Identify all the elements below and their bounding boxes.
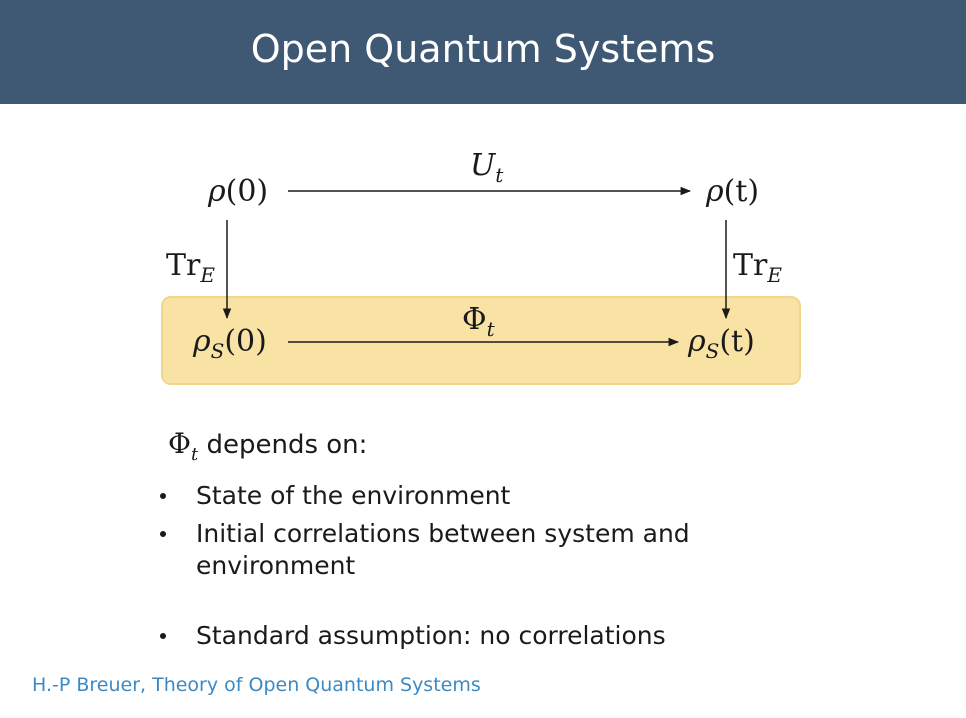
list-item: Standard assumption: no correlations xyxy=(160,620,800,652)
edge-label-trace-left: TrE xyxy=(166,248,215,287)
bullet-icon xyxy=(160,633,166,639)
dependence-heading: Φt depends on: xyxy=(168,427,368,465)
bullet-icon xyxy=(160,531,166,537)
node-system-initial: ρS(0) xyxy=(193,324,267,363)
citation: H.-P Breuer, Theory of Open Quantum Syst… xyxy=(32,674,481,696)
dependence-text: depends on: xyxy=(206,430,368,460)
edge-label-dynamical-map: Φt xyxy=(462,302,495,341)
reduced-system-box xyxy=(161,296,801,385)
dependence-list: State of the environment Initial correla… xyxy=(160,480,800,652)
node-system-final: ρS(t) xyxy=(688,324,755,363)
edge-label-unitary: Ut xyxy=(470,148,504,187)
node-total-final: ρ(t) xyxy=(706,174,760,209)
list-item: State of the environment xyxy=(160,480,800,512)
node-total-initial: ρ(0) xyxy=(208,174,269,209)
phi-symbol: Φ xyxy=(168,427,191,460)
edge-label-trace-right: TrE xyxy=(733,248,782,287)
bullet-icon xyxy=(160,493,166,499)
list-item: Initial correlations between system and … xyxy=(160,518,800,582)
slide-header: Open Quantum Systems xyxy=(0,0,966,104)
slide-title: Open Quantum Systems xyxy=(250,27,716,71)
